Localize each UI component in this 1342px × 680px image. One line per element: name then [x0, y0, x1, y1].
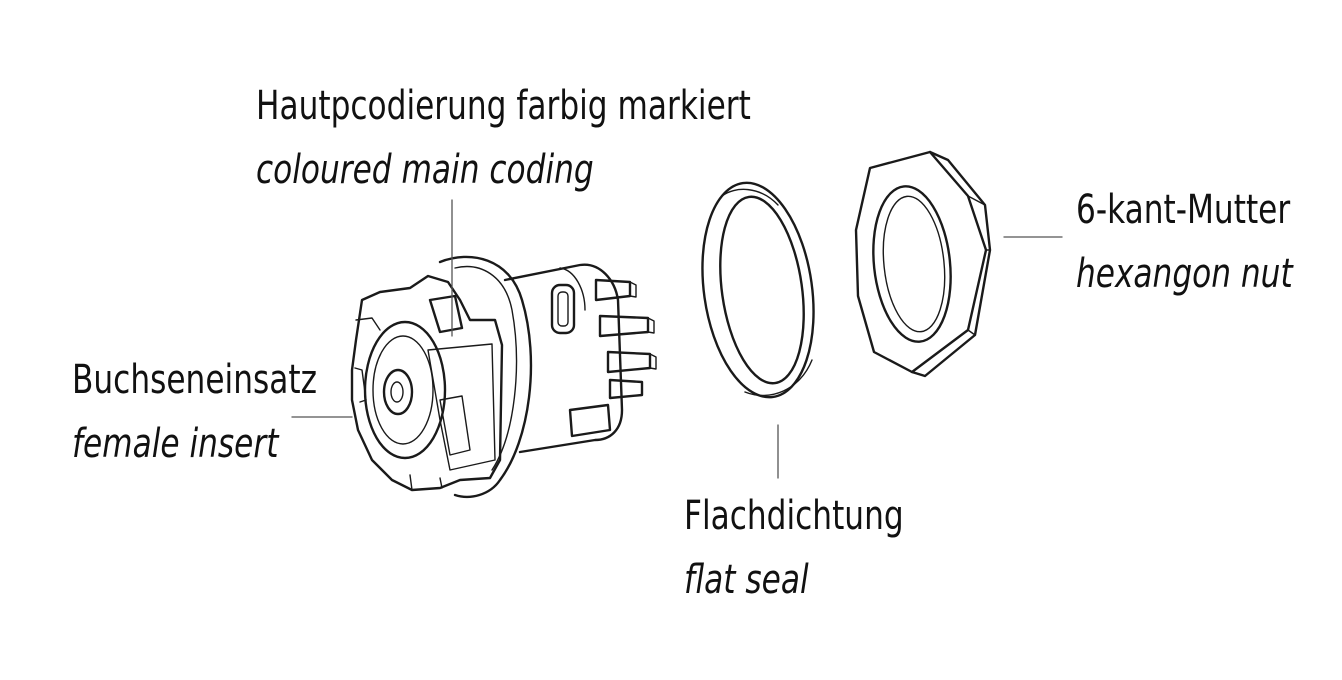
label-hex-nut: 6-kant-Mutter hexangon nut — [1076, 190, 1293, 294]
label-main-coding-en: coloured main coding — [256, 147, 594, 193]
label-main-coding-de: Hautpcodierung farbig markiert — [256, 83, 751, 129]
label-hex-nut-de: 6-kant-Mutter — [1076, 187, 1291, 233]
label-hex-nut-en: hexangon nut — [1076, 251, 1293, 297]
connector-socket — [350, 255, 657, 499]
label-main-coding: Hautpcodierung farbig markiert coloured … — [256, 86, 751, 190]
label-female-insert-en: female insert — [72, 421, 279, 467]
label-flat-seal: Flachdichtung flat seal — [684, 496, 904, 600]
label-flat-seal-en: flat seal — [684, 557, 809, 603]
label-flat-seal-de: Flachdichtung — [684, 493, 904, 539]
label-female-insert-de: Buchseneinsatz — [72, 357, 317, 403]
label-female-insert: Buchseneinsatz female insert — [72, 360, 317, 464]
flat-seal — [701, 181, 815, 399]
hex-nut — [854, 150, 992, 378]
